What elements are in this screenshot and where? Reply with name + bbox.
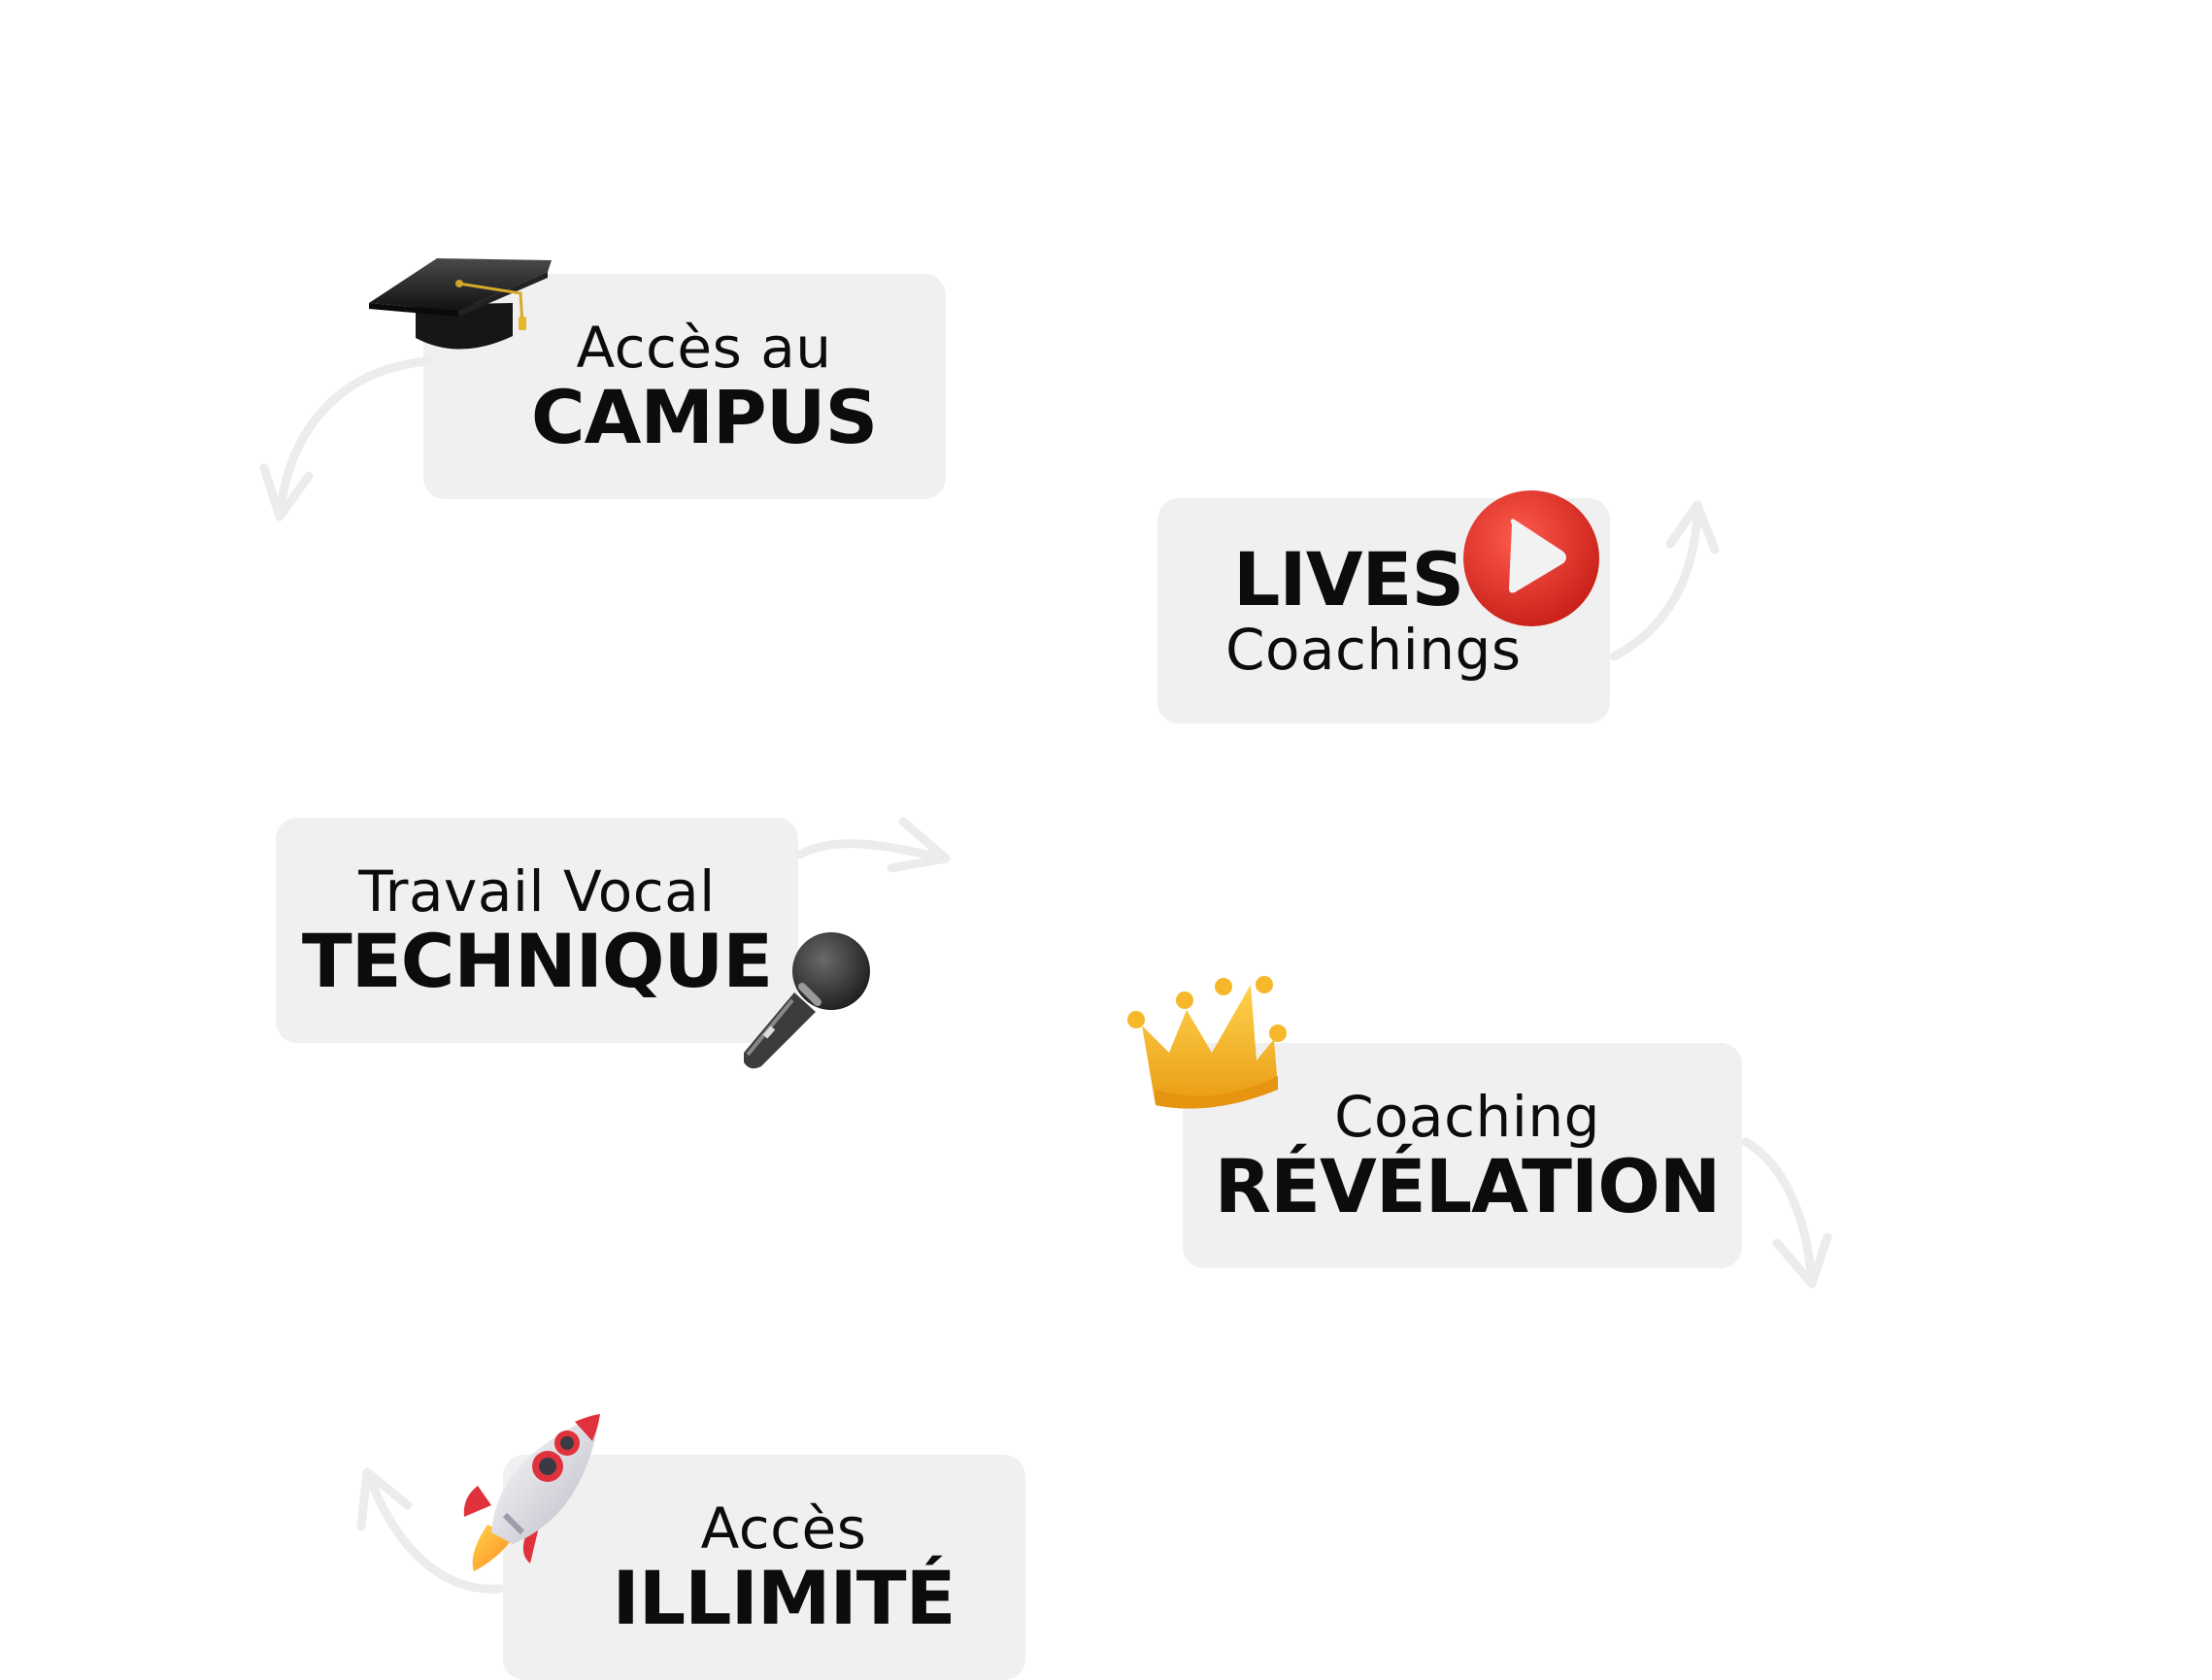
graduation-cap-icon (369, 258, 552, 350)
technique-card: Travail Vocal TECHNIQUE (276, 818, 798, 1043)
illimite-card: Accès ILLIMITÉ (503, 1455, 1025, 1680)
illimite-subtitle: Accès (700, 1495, 867, 1562)
campus-card: Accès au CAMPUS (423, 274, 946, 499)
lives-title: LIVES (1233, 535, 1464, 622)
crown-icon (1127, 976, 1287, 1109)
technique-subtitle: Travail Vocal (358, 857, 716, 924)
lives-subtitle: Coachings (1225, 616, 1522, 683)
technique-title: TECHNIQUE (301, 918, 773, 1005)
illimite-title: ILLIMITÉ (612, 1555, 955, 1642)
revelation-subtitle: Coaching (1334, 1083, 1600, 1150)
rocket-icon (463, 1414, 600, 1571)
campus-title: CAMPUS (530, 374, 878, 461)
revelation-title: RÉVÉLATION (1214, 1143, 1722, 1230)
campus-subtitle: Accès au (576, 314, 832, 381)
play-button-icon (1463, 490, 1599, 626)
microphone-icon (744, 932, 870, 1069)
